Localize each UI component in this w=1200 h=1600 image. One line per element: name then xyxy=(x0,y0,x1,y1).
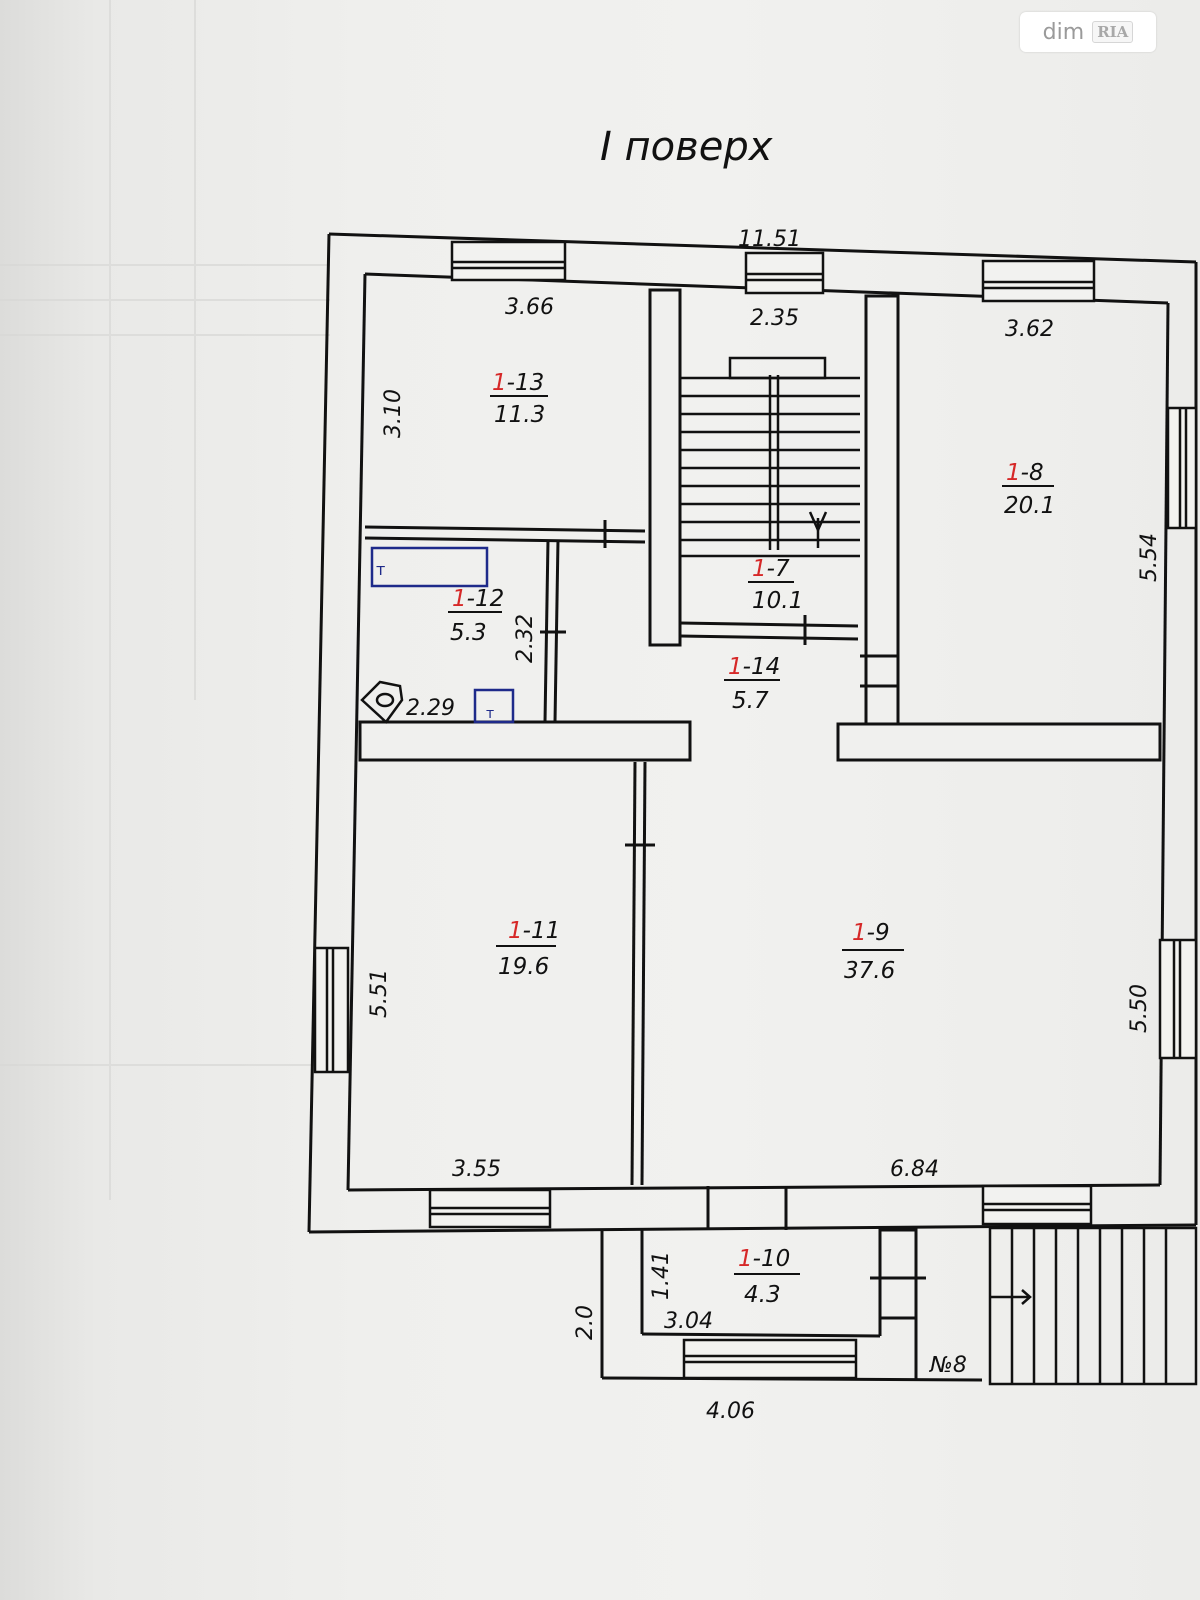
porch-number-label: №8 xyxy=(929,1353,967,1378)
room-12-id-prefix: 1 xyxy=(452,586,467,612)
room-label-7: 1-7 10.1 xyxy=(748,556,803,614)
room-10-area: 4.3 xyxy=(744,1282,781,1308)
background-ghost-lines xyxy=(0,0,330,1200)
room-9-area: 37.6 xyxy=(844,958,895,984)
svg-text:1-12: 1-12 xyxy=(452,586,504,612)
svg-text:1-9: 1-9 xyxy=(852,920,890,946)
room-14-area: 5.7 xyxy=(732,688,769,714)
room-7-id-prefix: 1 xyxy=(752,556,767,582)
svg-text:1-11: 1-11 xyxy=(508,918,560,944)
svg-text:1-10: 1-10 xyxy=(738,1246,790,1272)
dim-top-overall: 11.51 xyxy=(738,227,801,252)
dim-room8-width: 3.62 xyxy=(1005,317,1054,342)
room-11-area: 19.6 xyxy=(498,954,549,980)
room-8-area: 20.1 xyxy=(1004,493,1055,519)
interior-walls xyxy=(358,288,1162,1186)
dim-room7-width: 2.35 xyxy=(750,306,799,331)
watermark-badge: RIA xyxy=(1092,21,1134,43)
dim-room9-width: 6.84 xyxy=(890,1157,939,1182)
svg-text:1-14: 1-14 xyxy=(728,654,780,680)
window-left xyxy=(313,946,350,1074)
bathtub-icon xyxy=(370,546,489,588)
room-label-13: 1-13 11.3 xyxy=(490,370,548,428)
dim-room12-width: 2.29 xyxy=(406,696,455,721)
porch xyxy=(600,1186,983,1382)
room-labels: 1-13 11.3 1-7 10.1 1-8 20.1 1-12 5.3 1-1… xyxy=(448,370,1055,1308)
dim-room13-width: 3.66 xyxy=(505,295,554,320)
water-heater-icon xyxy=(473,688,515,724)
dim-room8-height: 5.54 xyxy=(1137,533,1162,582)
room-12-id-suffix: -12 xyxy=(467,586,505,612)
windows xyxy=(313,240,1198,1380)
dim-room11-height: 5.51 xyxy=(367,969,392,1018)
room-8-id-prefix: 1 xyxy=(1006,460,1021,486)
room-label-8: 1-8 20.1 xyxy=(1002,460,1055,519)
window-right-1 xyxy=(1166,406,1198,530)
room-9-id-prefix: 1 xyxy=(852,920,867,946)
room-7-area: 10.1 xyxy=(752,588,803,614)
wall-mid-left xyxy=(358,720,692,762)
heater-label: т xyxy=(486,706,494,722)
dim-porch-outer-height: 2.0 xyxy=(573,1305,598,1340)
room-8-id-suffix: -8 xyxy=(1021,460,1044,486)
room-label-10: 1-10 4.3 xyxy=(734,1246,800,1308)
room-10-id-suffix: -10 xyxy=(753,1246,791,1272)
exterior-steps xyxy=(988,1226,1198,1386)
room-label-11: 1-11 19.6 xyxy=(496,918,560,980)
svg-text:1-8: 1-8 xyxy=(1006,460,1044,486)
dimension-labels: 11.51 3.66 2.35 3.62 3.10 5.54 2.32 2.29… xyxy=(367,227,1162,1424)
room-13-area: 11.3 xyxy=(494,402,545,428)
room-13-id-prefix: 1 xyxy=(492,370,507,396)
room-14-id-suffix: -14 xyxy=(743,654,781,680)
room-label-12: 1-12 5.3 xyxy=(448,586,504,646)
room-12-area: 5.3 xyxy=(450,620,487,646)
watermark-brand: dim xyxy=(1042,19,1085,45)
dim-room12-height: 2.32 xyxy=(513,614,538,663)
toilet-icon xyxy=(360,680,404,724)
bathroom-fixtures xyxy=(370,546,515,724)
svg-text:1-7: 1-7 xyxy=(752,556,790,582)
dim-porch-height: 1.41 xyxy=(649,1251,674,1300)
room-label-14: 1-14 5.7 xyxy=(724,654,780,714)
staircase xyxy=(680,356,860,558)
dim-porch-outer-width: 4.06 xyxy=(706,1399,755,1424)
room-13-id-suffix: -13 xyxy=(507,370,545,396)
wall-stair-left xyxy=(648,288,682,647)
dim-porch-inner-width: 3.04 xyxy=(664,1309,713,1334)
wall-mid-right xyxy=(836,722,1162,762)
wall-stair-right xyxy=(864,294,900,726)
floor-title: I поверх xyxy=(600,124,773,170)
room-9-id-suffix: -9 xyxy=(867,920,890,946)
room-14-id-prefix: 1 xyxy=(728,654,743,680)
dim-room13-height: 3.10 xyxy=(381,389,406,438)
window-right-2 xyxy=(1158,938,1198,1060)
svg-text:1-13: 1-13 xyxy=(492,370,544,396)
window-porch xyxy=(682,1338,858,1380)
room-11-id-prefix: 1 xyxy=(508,918,523,944)
room-10-id-prefix: 1 xyxy=(738,1246,753,1272)
dim-room9-height: 5.50 xyxy=(1127,984,1152,1033)
room-7-id-suffix: -7 xyxy=(767,556,790,582)
room-11-id-suffix: -11 xyxy=(523,918,561,944)
room-label-9: 1-9 37.6 xyxy=(842,920,904,984)
bathtub-label: т xyxy=(376,560,385,579)
watermark-logo: dim RIA xyxy=(1020,12,1156,52)
dim-room11-width: 3.55 xyxy=(452,1157,501,1182)
